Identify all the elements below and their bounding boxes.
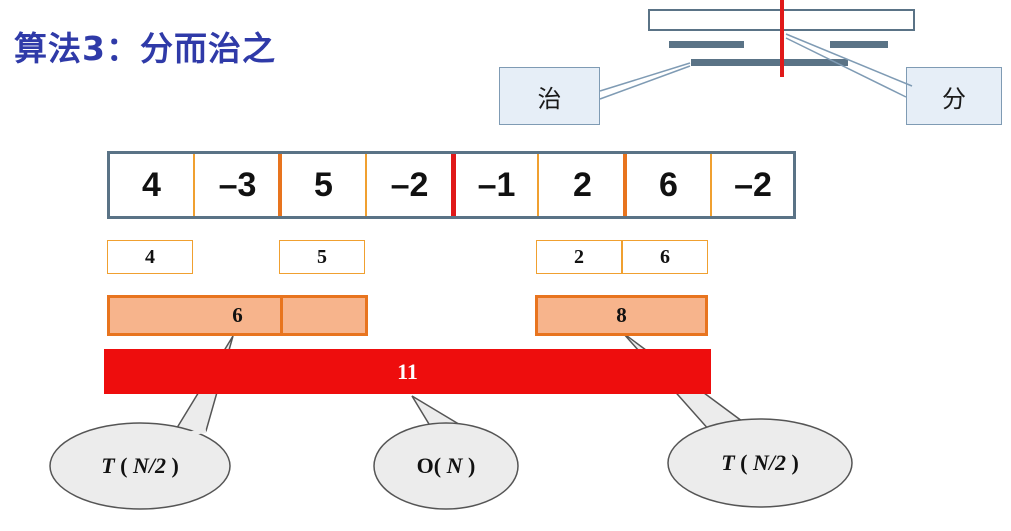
array-cell-7: –2 <box>734 165 772 204</box>
divide-label: 分 <box>906 67 1002 125</box>
array-cell-6: 6 <box>659 165 678 204</box>
array-cell-3: –2 <box>390 165 429 204</box>
legend-left-half-bar <box>669 41 744 48</box>
page-title: 算法3：分而治之 <box>14 29 276 68</box>
level2-left-sum-value: 6 <box>232 303 243 327</box>
bubble-left-prefix: T <box>101 453 115 478</box>
array-divider-thin <box>365 154 367 216</box>
level2-left-sum: 6 <box>107 295 368 336</box>
array-cell-0: 4 <box>142 165 161 204</box>
conquer-label: 治 <box>499 67 600 125</box>
legend-split-line <box>780 0 784 77</box>
legend-right-half-bar <box>830 41 888 48</box>
level1-box-left-b: 5 <box>279 240 365 274</box>
array-divider-middle <box>451 154 456 216</box>
callout-middle <box>373 395 519 510</box>
level1-box-right-b: 6 <box>622 240 708 274</box>
array-divider-thin <box>710 154 712 216</box>
level2-right-sum: 8 <box>535 295 708 336</box>
array-divider-thin <box>537 154 539 216</box>
level1-box-left-a: 4 <box>107 240 193 274</box>
array-divider-quarter-left <box>278 154 282 216</box>
level1-box-right-a: 2 <box>536 240 622 274</box>
array-cell-1: –3 <box>218 165 257 204</box>
array-divider-quarter-right <box>623 154 627 216</box>
bubble-left-text: T ( N/2 ) <box>101 453 179 478</box>
array-cell-5: 2 <box>573 165 592 204</box>
bubble-middle-text: O( N ) <box>416 453 476 478</box>
array-cell-4: –1 <box>477 165 516 204</box>
input-array: 4 –3 5 –2 –1 2 6 –2 <box>107 151 796 219</box>
legend-merged-bar <box>691 59 848 66</box>
array-divider-thin <box>193 154 195 216</box>
bubble-right-arg: N/2 <box>752 450 786 475</box>
bubble-right-text: T ( N/2 ) <box>721 450 799 475</box>
bubble-middle-prefix: O( <box>416 453 442 478</box>
bubble-middle-arg: N <box>446 453 463 478</box>
bubble-right-prefix: T <box>721 450 735 475</box>
total-sum-bar: 11 <box>104 349 711 394</box>
level2-left-divider <box>280 298 283 333</box>
bubble-left-arg: N/2 <box>132 453 166 478</box>
array-cell-2: 5 <box>314 165 333 204</box>
